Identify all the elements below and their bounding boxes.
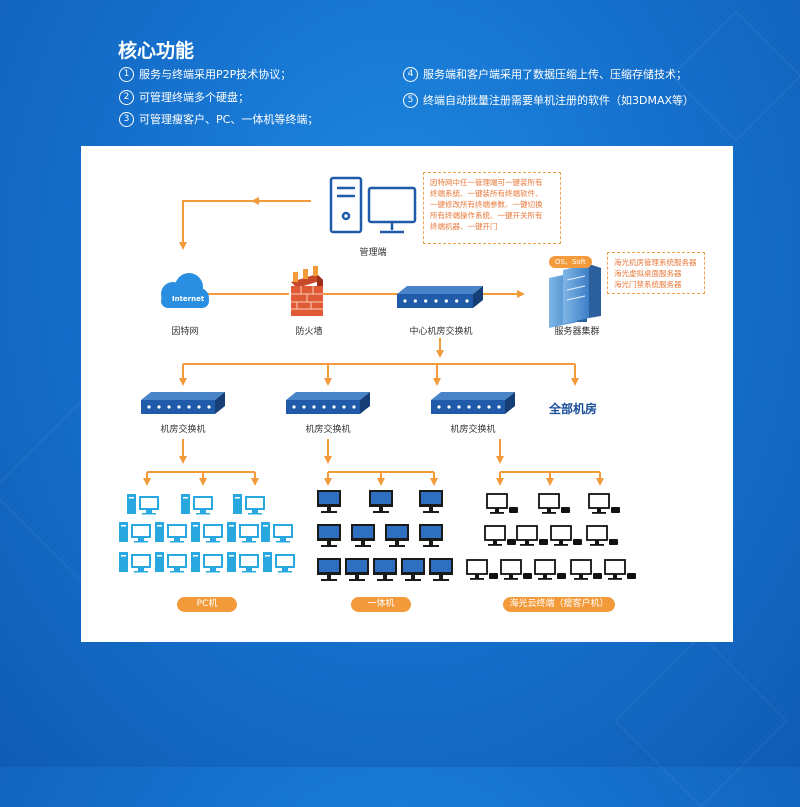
server-note: 海光机房管理系统服务器 海光虚拟桌面服务器 海光门禁系统服务器 xyxy=(607,252,705,294)
thin-client-icon xyxy=(500,559,532,580)
thin-client-group-label: 海光云终端（瘦客户机） xyxy=(503,597,615,612)
all-in-one-icon xyxy=(419,490,443,513)
thin-client-icon xyxy=(486,493,518,514)
thin-client-icon xyxy=(550,525,582,546)
all-in-one-icon xyxy=(317,490,341,513)
thin-client-icon xyxy=(538,493,570,514)
all-in-one-icon xyxy=(385,524,409,547)
room-switch-label: 机房交换机 xyxy=(450,425,496,435)
admin-note-line: 终端系统、一键装所有终端软件、 xyxy=(430,189,543,198)
pc-icon xyxy=(119,552,151,573)
admin-label: 管理端 xyxy=(359,248,387,258)
pc-icon xyxy=(119,522,151,543)
feature-number: 1 xyxy=(119,66,134,82)
feature-number: 2 xyxy=(119,89,134,105)
thin-client-icon xyxy=(466,559,498,580)
thin-client-icon xyxy=(534,559,566,580)
thin-client-icon xyxy=(484,525,516,546)
feature-text: 可管理终端多个硬盘； xyxy=(139,91,249,104)
all-in-one-icon xyxy=(351,524,375,547)
server-note-line: 海光机房管理系统服务器 xyxy=(614,258,697,267)
room-switch-icon xyxy=(141,392,225,414)
feature-number: 3 xyxy=(119,111,134,127)
thin-client-icon xyxy=(516,525,548,546)
pc-icon xyxy=(155,552,187,573)
server-note-line: 海光虚拟桌面服务器 xyxy=(614,269,682,278)
pc-icon xyxy=(155,522,187,543)
allinone-group-label: 一体机 xyxy=(351,597,411,612)
admin-note-line: 终端机器、一键开门 xyxy=(430,222,498,231)
feature-text: 服务与终端采用P2P技术协议； xyxy=(139,68,292,81)
all-rooms-label: 全部机房 xyxy=(549,402,598,416)
all-in-one-icon xyxy=(345,558,369,581)
pc-icon xyxy=(233,494,265,515)
thin-client-icon xyxy=(604,559,636,580)
bg-decoration xyxy=(614,634,788,807)
room-switch-icon xyxy=(286,392,370,414)
feature-text: 可管理瘦客户、PC、一体机等终端； xyxy=(139,113,319,126)
feature-item: 1 服务与终端采用P2P技术协议； xyxy=(119,66,291,82)
all-in-one-icon xyxy=(429,558,453,581)
device-layer xyxy=(119,286,636,581)
feature-item: 3 可管理瘦客户、PC、一体机等终端； xyxy=(119,111,318,127)
room-switch-label: 机房交换机 xyxy=(160,425,206,435)
pc-icon xyxy=(191,522,223,543)
all-in-one-icon xyxy=(369,490,393,513)
admin-workstation-icon xyxy=(329,176,417,234)
pc-icon xyxy=(261,522,293,543)
pc-group-label: PC机 xyxy=(177,597,237,612)
pc-icon xyxy=(263,552,295,573)
feature-item: 4 服务端和客户端采用了数据压缩上传、压缩存储技术； xyxy=(403,66,687,82)
core-switch-icon xyxy=(397,286,483,308)
all-in-one-icon xyxy=(401,558,425,581)
pc-icon xyxy=(181,494,213,515)
thin-client-icon xyxy=(586,525,618,546)
pc-icon xyxy=(227,552,259,573)
server-cluster-label: 服务器集群 xyxy=(554,327,600,337)
firewall-label: 防火墙 xyxy=(295,327,323,337)
all-in-one-icon xyxy=(317,558,341,581)
pc-icon xyxy=(127,494,159,515)
all-in-one-icon xyxy=(373,558,397,581)
server-cluster-icon xyxy=(549,264,601,328)
admin-note: 因特网中任一管理端可一键装所有 终端系统、一键装所有终端软件、 一键修改所有终端… xyxy=(423,172,561,244)
diagram-canvas xyxy=(119,176,636,581)
pc-icon xyxy=(227,522,259,543)
room-switch-icon xyxy=(431,392,515,414)
os-soft-badge: OS、Soft xyxy=(549,256,592,268)
internet-text: Internet xyxy=(172,295,205,303)
all-in-one-icon xyxy=(419,524,443,547)
core-switch-label: 中心机房交换机 xyxy=(409,327,473,337)
admin-note-line: 因特网中任一管理端可一键装所有 xyxy=(430,178,543,187)
feature-number: 5 xyxy=(403,92,418,108)
internet-label: 因特网 xyxy=(171,327,199,337)
server-note-line: 海光门禁系统服务器 xyxy=(614,280,682,289)
thin-client-icon xyxy=(588,493,620,514)
bg-decoration xyxy=(670,10,800,142)
internet-cloud-icon xyxy=(161,273,209,308)
thin-client-icon xyxy=(570,559,602,580)
feature-text: 服务端和客户端采用了数据压缩上传、压缩存储技术； xyxy=(423,68,687,81)
admin-note-line: 一键修改所有终端参数、一键切换 xyxy=(430,200,543,209)
pc-icon xyxy=(191,552,223,573)
connection-lines xyxy=(143,197,604,486)
all-in-one-icon xyxy=(317,524,341,547)
feature-item: 2 可管理终端多个硬盘； xyxy=(119,89,249,105)
admin-note-line: 所有终端操作系统、一键开关所有 xyxy=(430,211,543,220)
feature-text: 终端自动批量注册需要单机注册的软件（如3DMAX等） xyxy=(423,94,695,107)
firewall-icon xyxy=(291,266,323,316)
feature-item: 5 终端自动批量注册需要单机注册的软件（如3DMAX等） xyxy=(403,92,694,108)
network-diagram: 管理端 因特网中任一管理端可一键装所有 终端系统、一键装所有终端软件、 一键修改… xyxy=(81,146,733,642)
feature-number: 4 xyxy=(403,66,418,82)
page-title: 核心功能 xyxy=(118,40,195,62)
room-switch-label: 机房交换机 xyxy=(305,425,351,435)
